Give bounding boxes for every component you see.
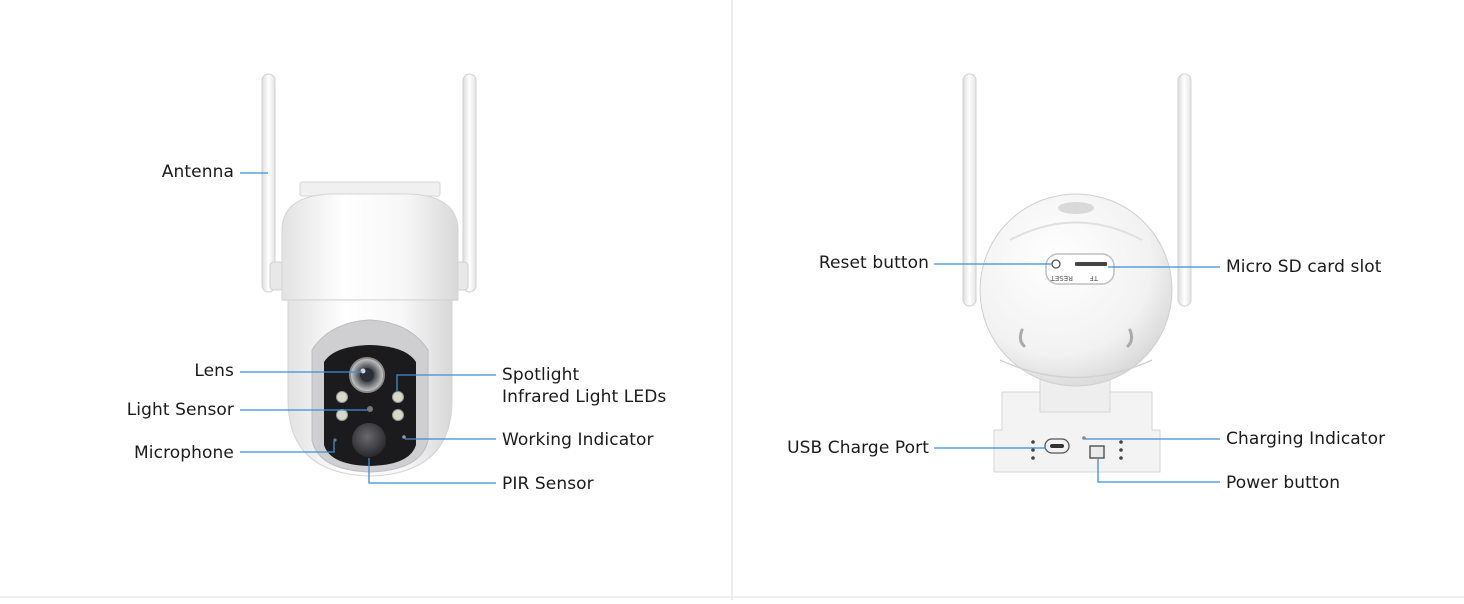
reset-button-label: Reset button bbox=[818, 253, 929, 273]
microphone-label: Microphone bbox=[134, 443, 234, 463]
spotlight-leader bbox=[396, 374, 496, 392]
pir-sensor-element bbox=[352, 423, 386, 457]
front-camera bbox=[261, 73, 477, 477]
power-leader bbox=[1097, 458, 1220, 483]
infrared-leds-label: Infrared Light LEDs bbox=[502, 387, 667, 407]
light-sensor-label: Light Sensor bbox=[126, 400, 234, 420]
working-indicator-label: Working Indicator bbox=[502, 430, 654, 450]
back-port-cover bbox=[1045, 253, 1115, 285]
usb-charge-port-label: USB Charge Port bbox=[787, 438, 929, 458]
back-camera bbox=[962, 73, 1192, 473]
back-base-bracket bbox=[993, 391, 1161, 473]
back-left-antenna bbox=[962, 73, 977, 307]
power-button-element bbox=[1089, 445, 1105, 459]
power-button-label: Power button bbox=[1226, 473, 1341, 493]
light-sensor-element bbox=[367, 406, 373, 412]
microphone-leader bbox=[240, 441, 335, 453]
antenna-label: Antenna bbox=[161, 162, 234, 182]
lens-label: Lens bbox=[194, 361, 234, 381]
back-right-antenna bbox=[1177, 73, 1192, 307]
front-upper-body bbox=[281, 193, 459, 301]
reset-marking: RESET bbox=[1050, 274, 1073, 282]
spotlight-label: Spotlight bbox=[502, 365, 580, 385]
pir-sensor-label: PIR Sensor bbox=[502, 474, 594, 494]
front-leader-lines bbox=[240, 172, 496, 484]
micro-sd-slot-label: Micro SD card slot bbox=[1226, 257, 1382, 277]
charging-indicator-label: Charging Indicator bbox=[1226, 429, 1386, 449]
tf-marking: TF bbox=[1090, 274, 1099, 282]
front-right-antenna bbox=[462, 73, 477, 293]
back-leader-lines bbox=[934, 263, 1220, 483]
front-left-antenna bbox=[261, 73, 276, 293]
front-face-panel bbox=[324, 345, 416, 466]
back-sphere bbox=[979, 193, 1173, 387]
pir-leader bbox=[368, 458, 496, 484]
